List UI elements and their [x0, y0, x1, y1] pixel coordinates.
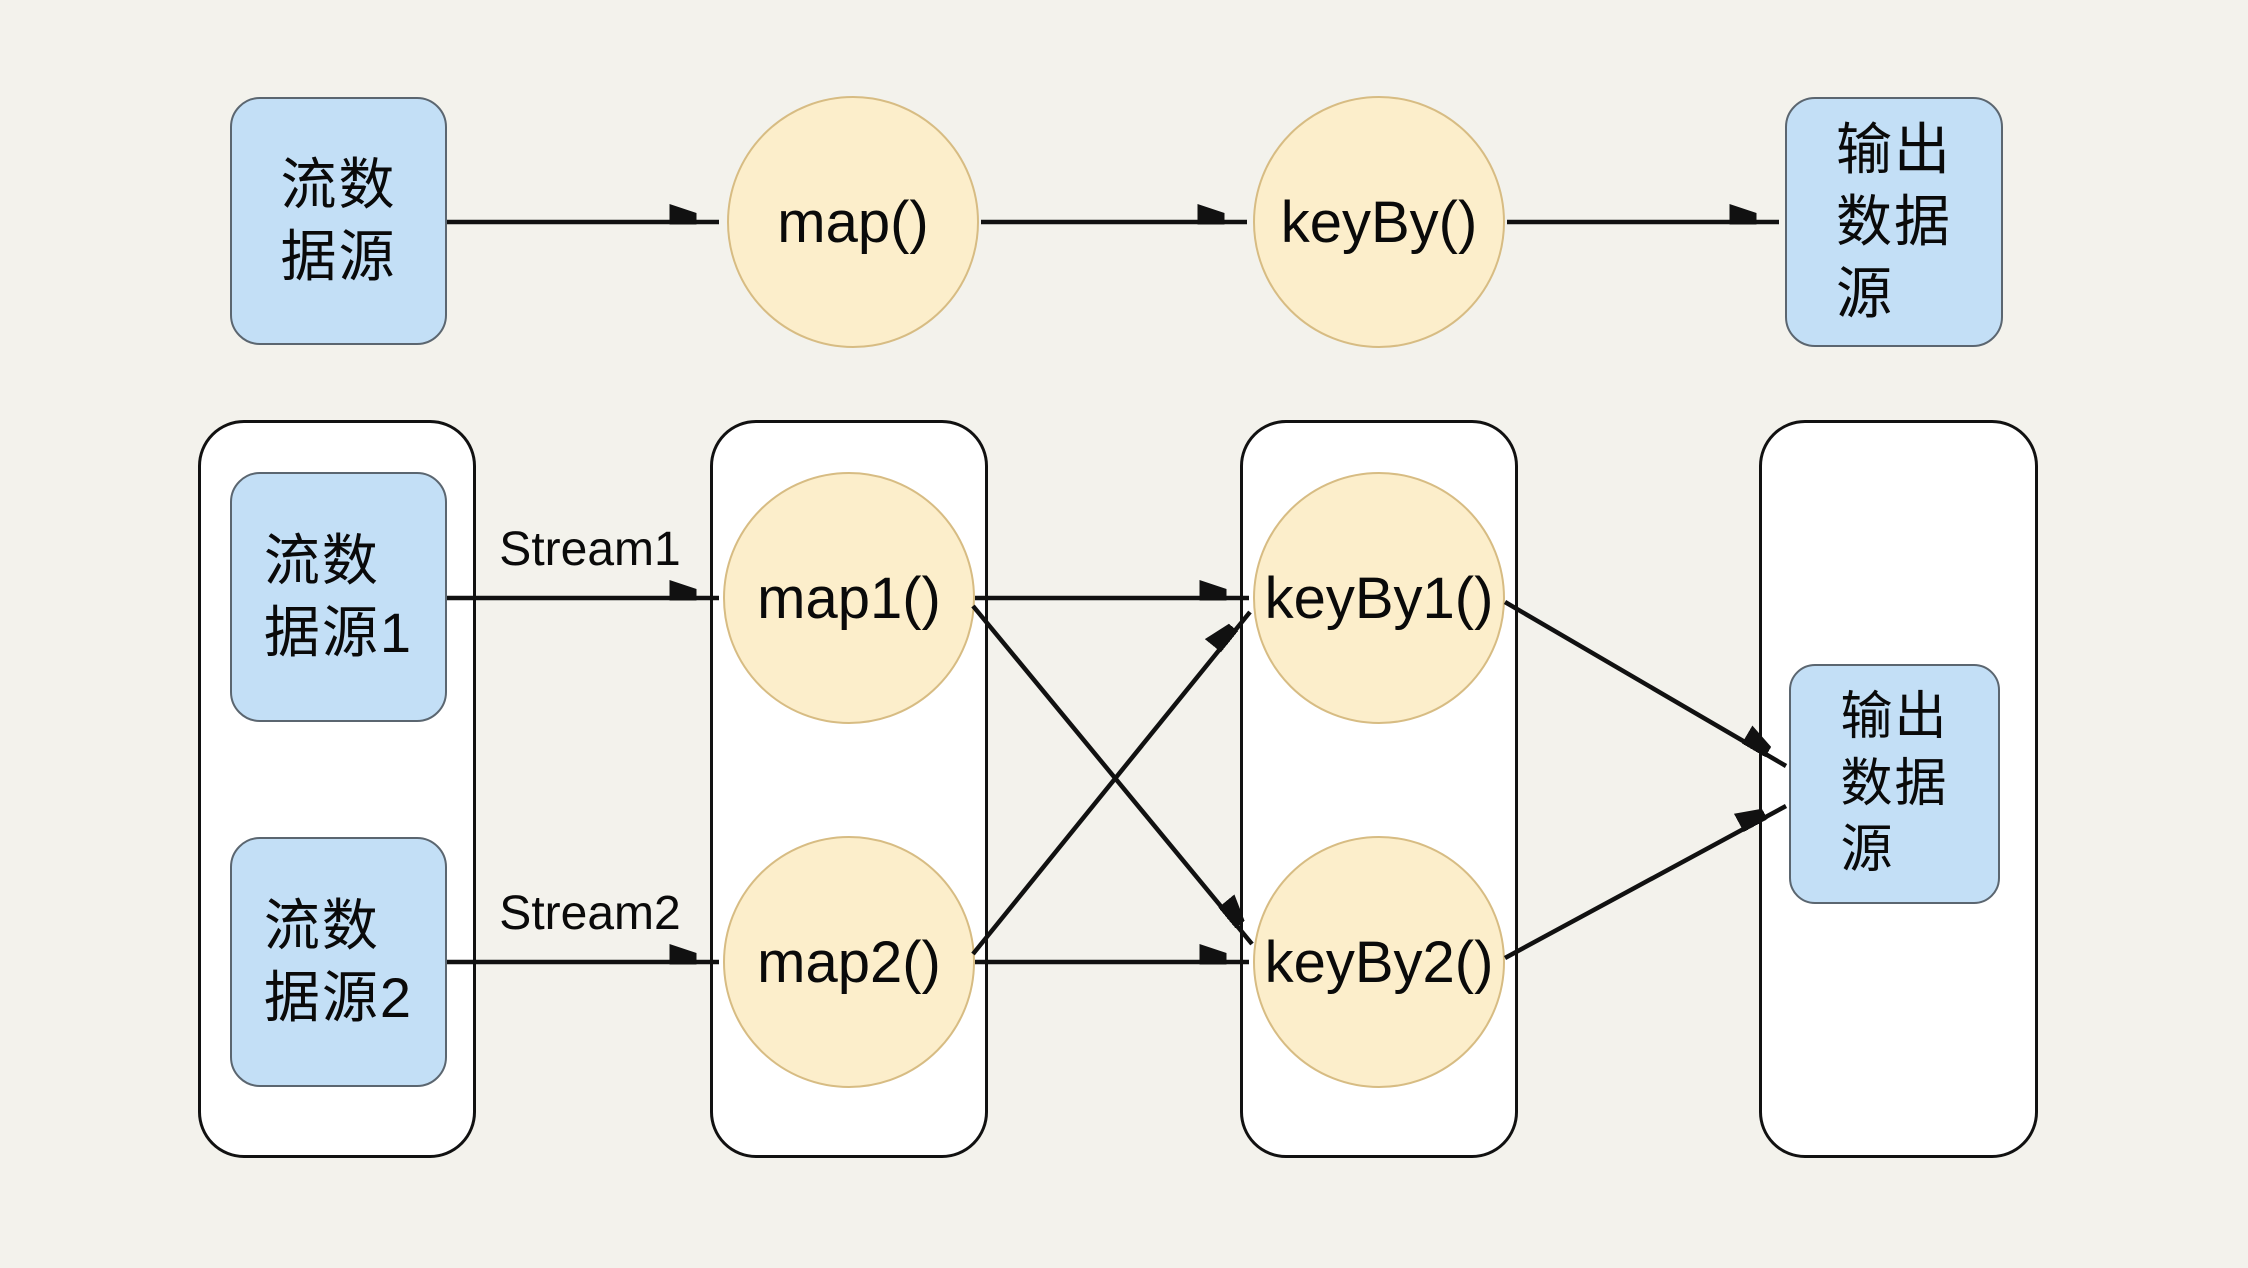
node-stream-source-1: 流数 据源1 [230, 472, 447, 722]
node-stream-source-label: 流数 据源 [280, 153, 397, 288]
node-keyby2-label: keyBy2() [1264, 929, 1494, 995]
arrow-keyby2-to-sink [1503, 806, 1788, 960]
node-map2-label: map2() [757, 929, 941, 995]
node-keyby1: keyBy1() [1253, 472, 1505, 724]
arrow-map2-to-keyby1 [971, 610, 1252, 956]
node-keyby1-label: keyBy1() [1264, 565, 1494, 631]
node-stream-source-2: 流数 据源2 [230, 837, 447, 1087]
node-map1-label: map1() [757, 565, 941, 631]
arrow-map1-to-keyby2 [971, 604, 1254, 946]
node-map-label: map() [777, 189, 929, 255]
node-output-sink-parallel: 输出 数据 源 [1789, 664, 2000, 904]
node-map1: map1() [723, 472, 975, 724]
node-keyby-label: keyBy() [1280, 189, 1478, 255]
stream1-edge-label: Stream1 [499, 523, 681, 576]
node-map: map() [727, 96, 979, 348]
node-output-sink-parallel-label: 输出 数据 源 [1840, 688, 1949, 880]
node-stream-source-2-label: 流数 据源2 [263, 894, 414, 1029]
arrow-keyby1-to-sink [1503, 600, 1788, 768]
node-output-sink-label: 输出 数据 源 [1836, 118, 1952, 325]
node-keyby2: keyBy2() [1253, 836, 1505, 1088]
node-stream-source-1-label: 流数 据源1 [263, 529, 414, 664]
node-output-sink: 输出 数据 源 [1785, 97, 2003, 347]
node-stream-source: 流数 据源 [230, 97, 447, 345]
stream2-edge-label: Stream2 [499, 887, 681, 940]
node-map2: map2() [723, 836, 975, 1088]
node-keyby: keyBy() [1253, 96, 1505, 348]
